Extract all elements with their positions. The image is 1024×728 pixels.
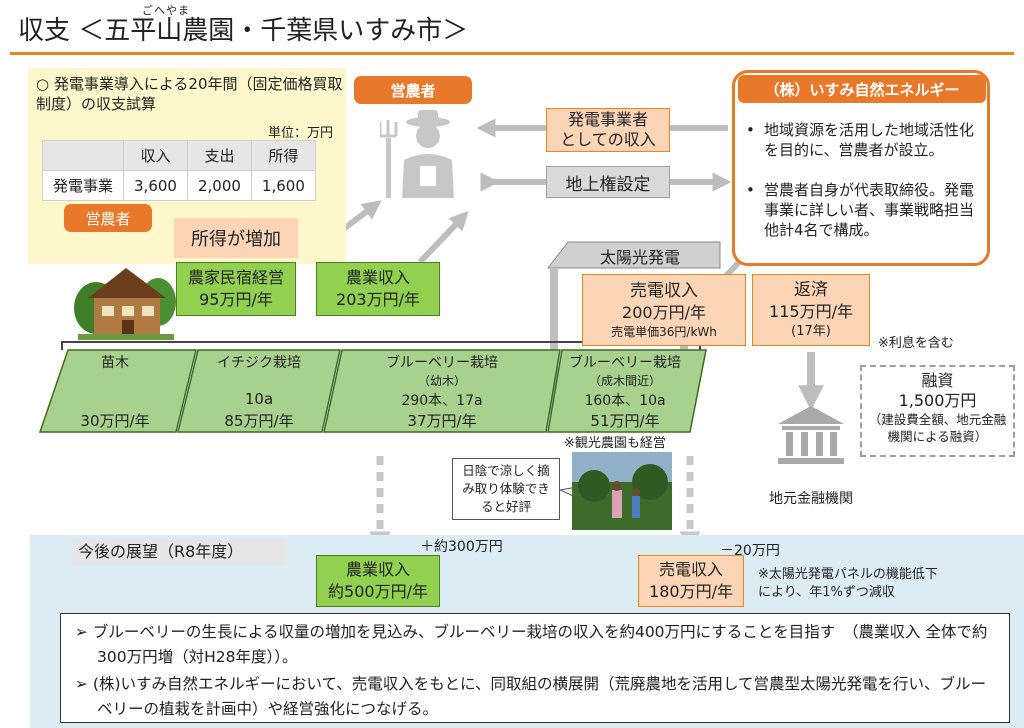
crop-blueberry-mature: ブルーベリー栽培 （成木間近） 160本、10a 51万円/年 — [560, 352, 690, 432]
crop-seedlings-cell — [38, 349, 197, 433]
table-row: 発電事業 3,600 2,000 1,600 — [41, 170, 316, 201]
arrow-bullet-icon: ➢ — [75, 623, 93, 641]
bank-icon — [778, 406, 844, 464]
power-income-title: 売電収入 — [630, 281, 698, 301]
crop-fig: イチジク栽培 10a 85万円/年 — [196, 352, 322, 432]
solar-label: 太陽光発電 — [599, 248, 680, 267]
minshuku-title: 農家民宿経営 — [187, 268, 284, 287]
company-bullet-2: • 営農者自身が代表取締役。発電事業に詳しい者、事業戦略担当他計4名で構成。 — [746, 181, 975, 239]
operator-income-line2: としての収入 — [560, 130, 656, 149]
bullet-dot: • — [746, 181, 755, 199]
power-decline-note: ※太陽光発電パネルの機能低下により、年1%ずつ減収 — [758, 567, 938, 600]
crop-brace — [61, 341, 701, 350]
outlook-power-title: 売電収入 — [658, 560, 723, 579]
table-header-row: 収入 支出 所得 — [41, 140, 316, 171]
agri-income-title: 農業収入 — [345, 268, 410, 287]
title-ruby: ごへやま — [142, 4, 190, 17]
income-increase-label: 所得が増加 — [174, 218, 298, 258]
outlook-title: 今後の展望（R8年度） — [72, 539, 286, 565]
table-cell: 2,000 — [186, 170, 252, 201]
crop-name: 苗木 — [101, 355, 129, 371]
table-cell: 3,600 — [123, 170, 188, 201]
page-title: 収支 ＜五平山農園・千葉県いすみ市＞ — [18, 16, 469, 46]
bullet-dot: • — [746, 121, 755, 139]
farmer-icon — [380, 110, 454, 198]
crop-name: ブルーベリー栽培 — [569, 355, 681, 371]
agri-income-value: 203万円/年 — [336, 290, 420, 309]
table-header-cell — [41, 140, 125, 171]
surface-rights-box: 地上権設定 — [546, 166, 670, 198]
crop-value: 85万円/年 — [224, 412, 294, 430]
loan-box: 融資 1,500万円 （建設費全額、地元金融機関による融資） — [860, 365, 1015, 457]
outlook-note-item: ➢ ブルーベリーの生長による収量の増加を見込み、ブルーベリー栽培の収入を約400… — [75, 623, 988, 666]
outlook-power-value: 180万円/年 — [649, 582, 733, 601]
crop-blueberry-mature-cell — [547, 349, 707, 433]
solar-canopy — [546, 241, 721, 269]
arrow-bullet-icon: ➢ — [75, 675, 93, 693]
loan-value: 1,500万円 — [898, 391, 977, 410]
crop-blueberry-young: ブルーベリー栽培 （幼木） 290本、17a 37万円/年 — [344, 352, 540, 432]
power-unit-price: 売電単価36円/kWh — [611, 325, 717, 339]
farmer-pill: 営農者 — [354, 76, 472, 104]
repayment-title: 返済 — [794, 280, 828, 300]
interest-note: ※利息を含む — [878, 336, 954, 351]
repayment-term: (17年) — [791, 324, 831, 339]
table-cell: 発電事業 — [41, 170, 125, 201]
power-income-value: 200万円/年 — [622, 303, 706, 322]
simulation-table: 収入 支出 所得 発電事業 3,600 2,000 1,600 — [41, 140, 316, 201]
company-bullet-1: • 地域資源を活用した地域活性化を目的に、営農者が設立。 — [746, 121, 975, 159]
outlook-agri-title: 農業収入 — [345, 560, 410, 579]
visitor-callout: 日陰で涼しく摘み取り体験できると好評 — [452, 458, 560, 520]
table-cell: 1,600 — [250, 170, 316, 201]
crop-sub: （幼木） — [417, 374, 466, 388]
crop-area: 10a — [244, 390, 274, 408]
crop-blueberry-young-cell — [323, 349, 561, 433]
farmer-pill-small: 営農者 — [64, 204, 152, 232]
outlook-power-box: 売電収入 180万円/年 — [638, 555, 744, 607]
outlook-agri-box: 農業収入 約500万円/年 — [316, 555, 440, 607]
outlook-agri-value: 約500万円/年 — [328, 582, 428, 601]
minshuku-value: 95万円/年 — [199, 290, 273, 309]
outlook-note-item: ➢ (株)いすみ自然エネルギーにおいて、売電収入をもとに、同取組の横展開（荒廃農… — [75, 675, 987, 718]
agri-delta: ＋約300万円 — [420, 539, 503, 555]
minshuku-box: 農家民宿経営 95万円/年 — [176, 262, 296, 316]
crop-area: 160本、10a — [584, 393, 666, 409]
tourism-note: ※観光農園も経営 — [564, 436, 666, 451]
agri-income-box: 農業収入 203万円/年 — [316, 262, 440, 316]
crop-value: 37万円/年 — [407, 412, 477, 430]
crop-area: 290本、17a — [401, 393, 483, 409]
loan-detail: （建設費全額、地元金融機関による融資） — [868, 412, 1007, 444]
arrow-agri-to-farmer — [417, 211, 469, 265]
power-income-box: 売電収入 200万円/年 売電単価36円/kWh — [582, 274, 746, 346]
operator-income-line1: 発電事業者 — [567, 110, 648, 129]
crop-fig-cell — [177, 349, 341, 433]
crop-sub: （成木間近） — [588, 374, 661, 388]
operator-income-box: 発電事業者 としての収入 — [546, 108, 670, 152]
company-title: （株）いすみ自然エネルギー — [738, 75, 986, 103]
crop-value: 51万円/年 — [590, 412, 660, 430]
farmhouse-icon — [74, 268, 176, 340]
loan-title: 融資 — [921, 371, 954, 390]
bank-label: 地元金融機関 — [769, 491, 853, 507]
crop-value: 30万円/年 — [80, 412, 150, 430]
repayment-value: 115万円/年 — [769, 302, 853, 321]
table-header-cell: 所得 — [250, 140, 316, 171]
table-header-cell: 収入 — [123, 140, 188, 171]
outlook-notes: ➢ ブルーベリーの生長による収量の増加を見込み、ブルーベリー栽培の収入を約400… — [60, 613, 1010, 723]
simulation-title: ○ 発電事業導入による20年間（固定価格買取制度）の収支試算 — [36, 75, 343, 113]
crop-seedlings: 苗木 30万円/年 — [60, 352, 170, 432]
table-header-cell: 支出 — [186, 140, 252, 171]
orchard-photo — [572, 452, 672, 530]
crop-name: イチジク栽培 — [217, 355, 301, 371]
title-underline — [10, 52, 1014, 55]
unit-label: 単位：万円 — [268, 126, 334, 141]
repayment-box: 返済 115万円/年 (17年) — [752, 274, 870, 346]
crop-name: ブルーベリー栽培 — [386, 355, 498, 371]
